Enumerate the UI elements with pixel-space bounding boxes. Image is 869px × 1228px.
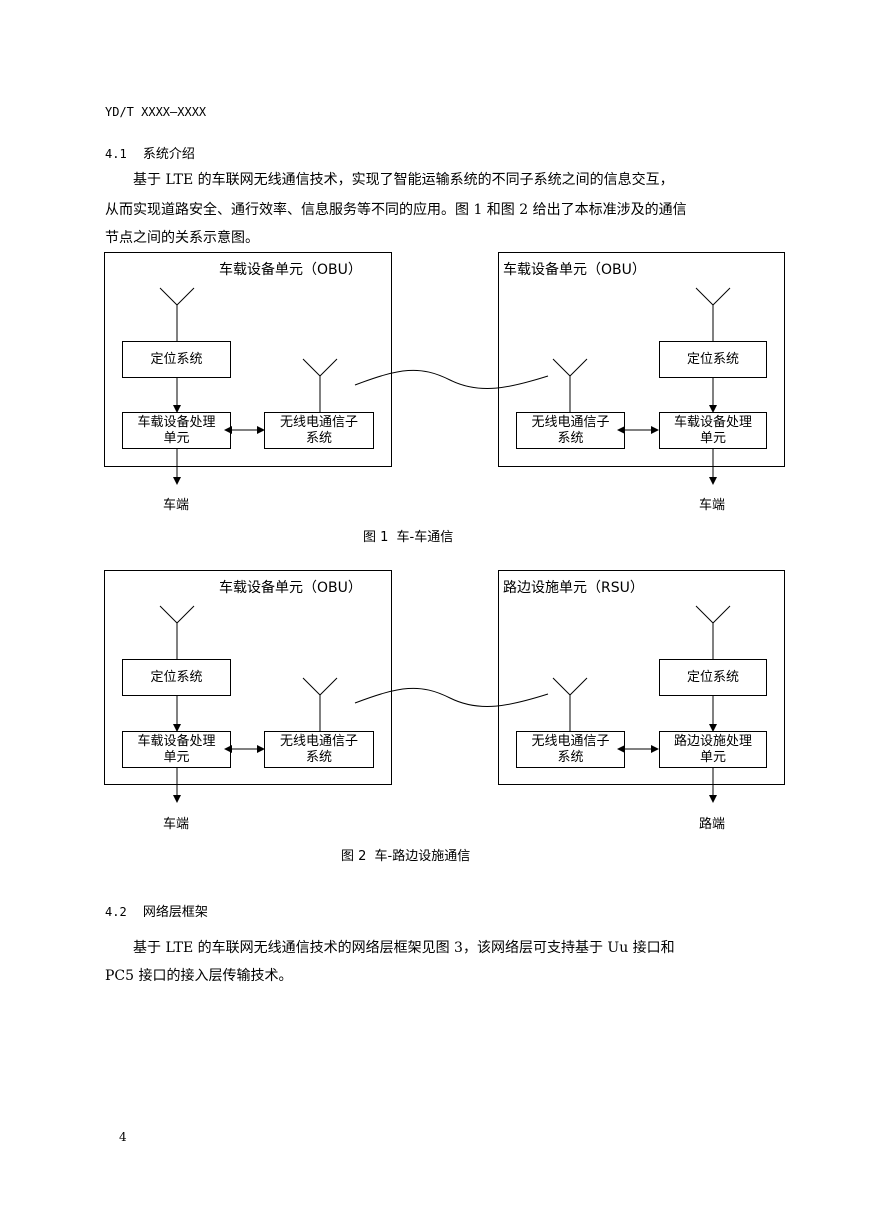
right-unit-title: 车载设备单元（OBU）: [503, 262, 646, 278]
box-label: 定位系统: [150, 669, 203, 685]
vehicle-terminal-label: 车端: [699, 498, 726, 513]
section-heading-4-1: 4.1 系统介绍: [105, 143, 195, 162]
radio-subsystem-box: 无线电通信子 系统: [516, 412, 625, 449]
box-label: 定位系统: [686, 351, 739, 367]
vehicle-processing-unit-box: 车载设备处理 单元: [122, 412, 231, 449]
box-label-line: 单元: [163, 430, 190, 446]
paragraph-line: 基于 LTE 的车联网无线通信技术，实现了智能运输系统的不同子系统之间的信息交互…: [133, 172, 674, 188]
box-label-line: 单元: [699, 749, 726, 765]
box-label-line: 单元: [699, 430, 726, 446]
page-number: 4: [119, 1130, 127, 1144]
figure-title: 车-路边设施通信: [374, 849, 471, 864]
box-label-line: 系统: [305, 749, 332, 765]
box-label-line: 系统: [557, 430, 584, 446]
paragraph-line: 基于 LTE 的车联网无线通信技术的网络层框架见图 3，该网络层可支持基于 Uu…: [133, 940, 675, 956]
antenna-icon: [695, 287, 731, 341]
left-unit-title: 车载设备单元（OBU）: [219, 580, 362, 596]
vehicle-processing-unit-box: 车载设备处理 单元: [122, 731, 231, 768]
antenna-icon: [302, 358, 338, 412]
antenna-icon: [159, 605, 195, 659]
positioning-system-box: 定位系统: [659, 341, 767, 378]
figure-number: 图 2: [341, 849, 367, 864]
wireless-link: [354, 369, 549, 389]
positioning-system-box: 定位系统: [122, 659, 231, 696]
paragraph-line: 节点之间的关系示意图。: [105, 230, 259, 246]
box-label-line: 系统: [557, 749, 584, 765]
section-title: 系统介绍: [142, 147, 195, 162]
box-label-line: 无线电通信子: [279, 733, 358, 749]
antenna-icon: [302, 677, 338, 731]
box-label-line: 无线电通信子: [531, 414, 610, 430]
paragraph-line: 从而实现道路安全、通行效率、信息服务等不同的应用。图 1 和图 2 给出了本标准…: [105, 202, 687, 218]
rsu-frame: [498, 570, 785, 785]
obu-frame: [104, 570, 392, 785]
left-unit-title: 车载设备单元（OBU）: [219, 262, 362, 278]
figure-title: 车-车通信: [396, 530, 454, 545]
figure-caption: 图 2 车-路边设施通信: [341, 845, 470, 864]
vehicle-terminal-label: 车端: [163, 817, 190, 832]
box-label-line: 车载设备处理: [137, 414, 216, 430]
roadside-terminal-label: 路端: [699, 817, 726, 832]
radio-subsystem-box: 无线电通信子 系统: [264, 412, 374, 449]
box-label-line: 系统: [305, 430, 332, 446]
paragraph-line: PC5 接口的接入层传输技术。: [105, 968, 293, 984]
section-number: 4.1: [105, 147, 127, 161]
roadside-processing-unit-box: 路边设施处理 单元: [659, 731, 767, 768]
box-label-line: 车载设备处理: [673, 414, 752, 430]
vehicle-terminal-label: 车端: [163, 498, 190, 513]
figure-caption: 图 1 车-车通信: [363, 526, 453, 545]
section-title: 网络层框架: [142, 905, 208, 920]
box-label-line: 无线电通信子: [531, 733, 610, 749]
box-label-line: 无线电通信子: [279, 414, 358, 430]
box-label-line: 车载设备处理: [137, 733, 216, 749]
box-label: 定位系统: [686, 669, 739, 685]
antenna-icon: [159, 287, 195, 341]
box-label: 定位系统: [150, 351, 203, 367]
radio-subsystem-box: 无线电通信子 系统: [516, 731, 625, 768]
section-heading-4-2: 4.2 网络层框架: [105, 901, 208, 920]
document-number: YD/T XXXX—XXXX: [105, 105, 207, 119]
obu-left-frame: [104, 252, 392, 467]
antenna-icon: [552, 677, 588, 731]
box-label-line: 单元: [163, 749, 190, 765]
positioning-system-box: 定位系统: [659, 659, 767, 696]
figure-number: 图 1: [363, 530, 389, 545]
right-unit-title: 路边设施单元（RSU）: [503, 580, 644, 596]
antenna-icon: [695, 605, 731, 659]
positioning-system-box: 定位系统: [122, 341, 231, 378]
wireless-link: [354, 687, 549, 707]
antenna-icon: [552, 358, 588, 412]
section-number: 4.2: [105, 905, 127, 919]
vehicle-processing-unit-box: 车载设备处理 单元: [659, 412, 767, 449]
box-label-line: 路边设施处理: [673, 733, 752, 749]
radio-subsystem-box: 无线电通信子 系统: [264, 731, 374, 768]
obu-right-frame: [498, 252, 785, 467]
